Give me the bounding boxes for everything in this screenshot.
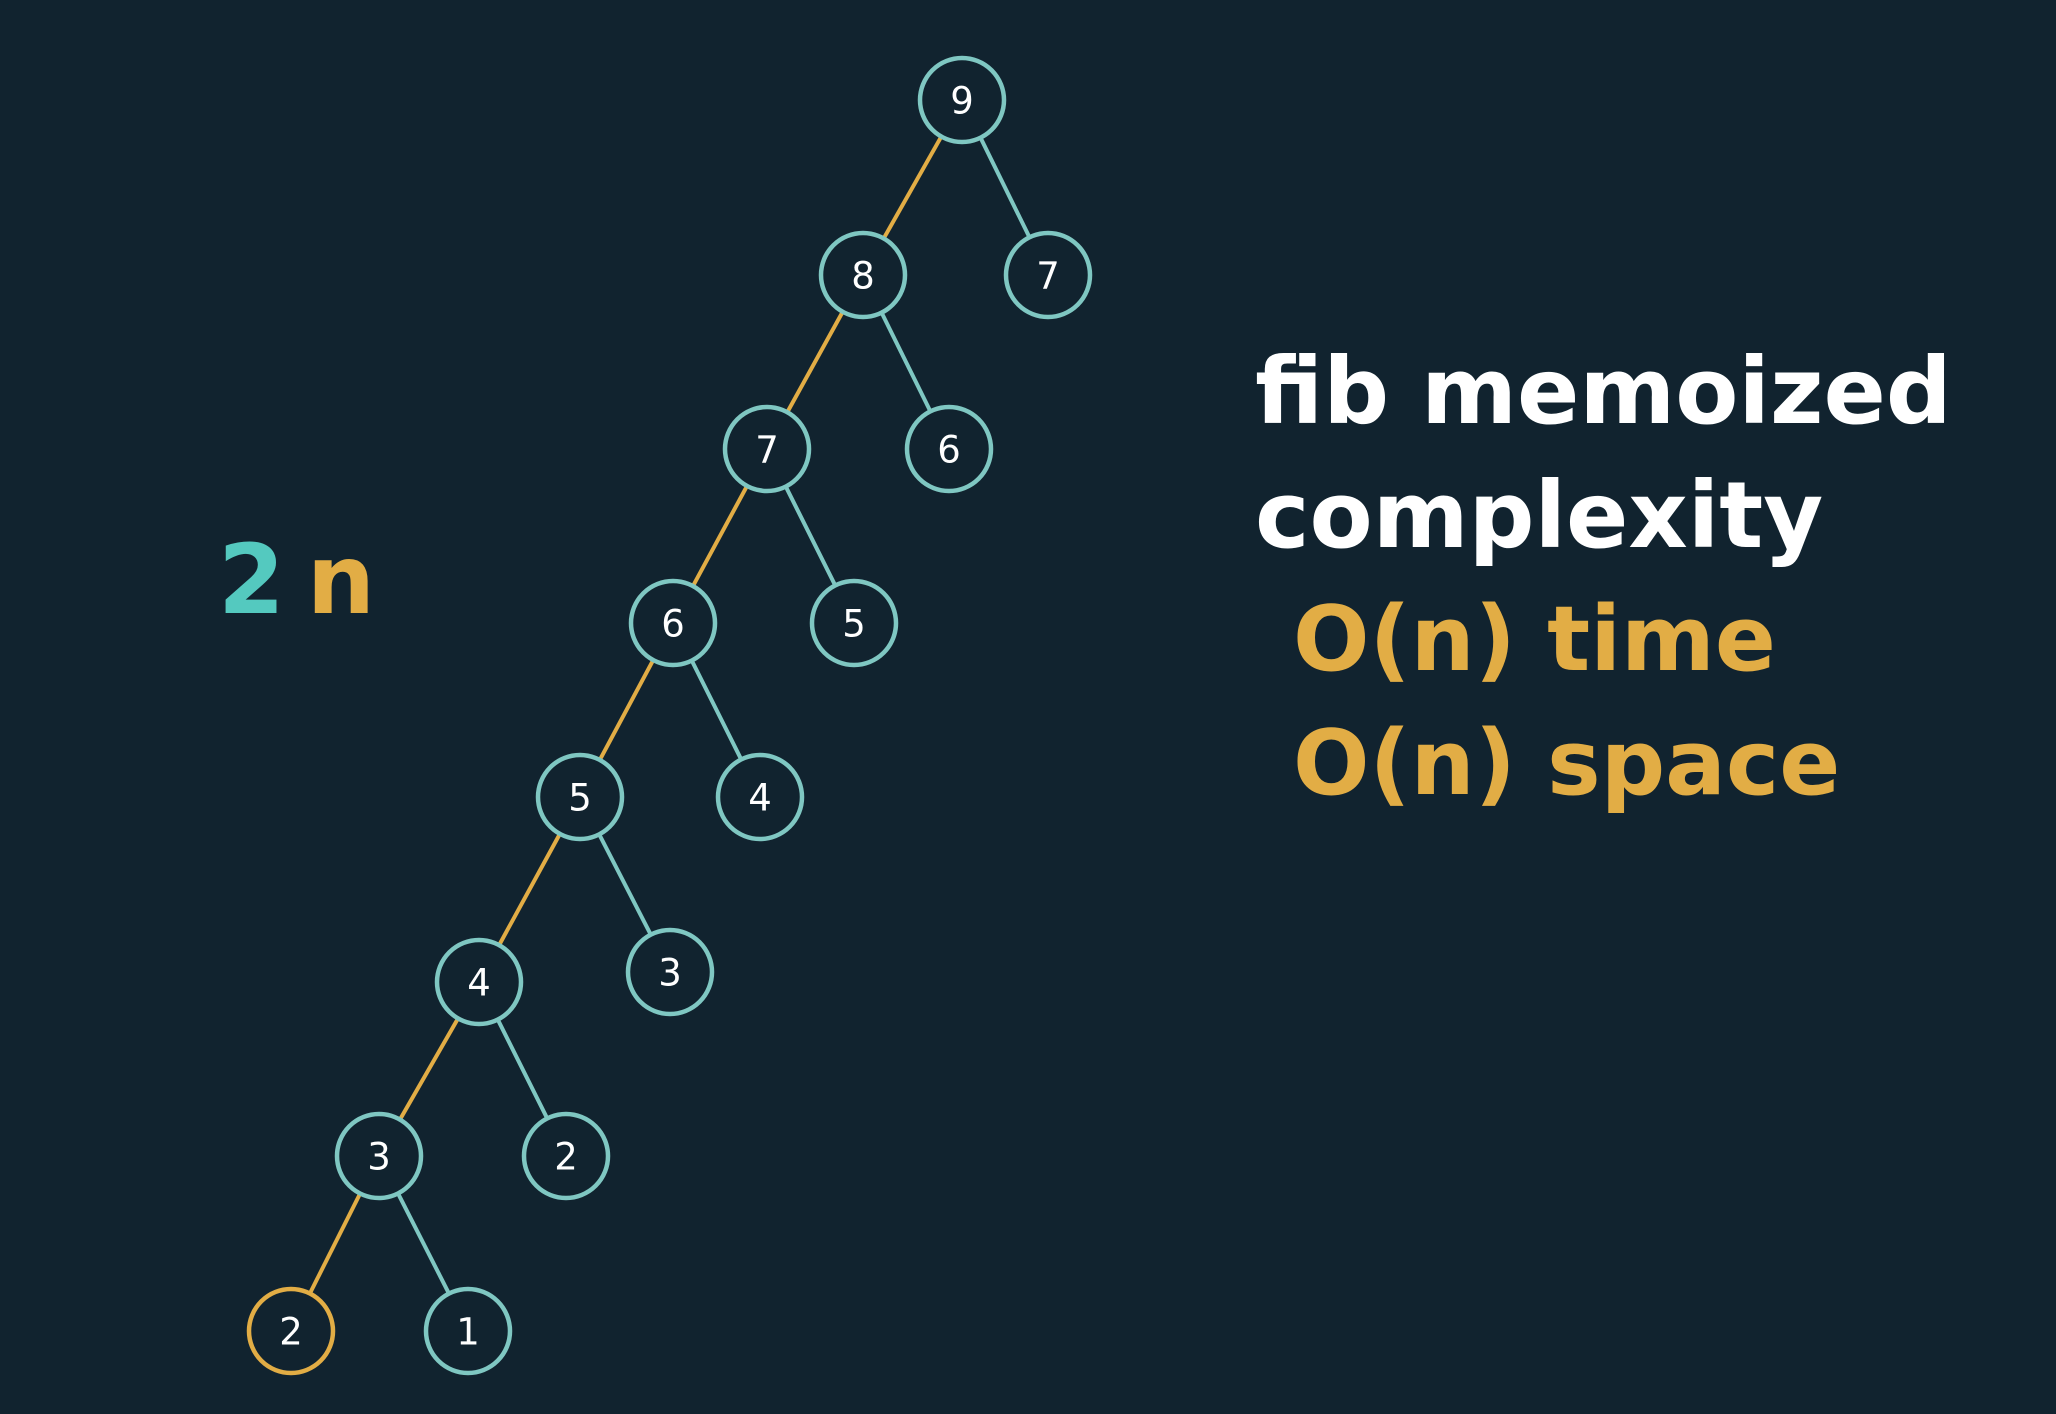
tree-node-circle [809,578,899,668]
tree-node-circle [904,404,994,494]
tree-node-n5r: 5 [809,578,899,668]
tree-node-label: 3 [658,952,682,995]
tree-node-circle [917,55,1007,145]
tree-node-circle [818,230,908,320]
complexity-variable: n [306,524,376,636]
tree-node-label: 6 [937,429,961,472]
title-line-2: complexity [1255,462,1824,569]
tree-node-label: 1 [456,1311,480,1354]
tree-node-n6: 6 [628,578,718,668]
tree-nodes: 9 8 7 7 6 6 5 5 4 4 3 3 2 2 1 [246,55,1093,1376]
tree-node-circle [625,927,715,1017]
title-block: fib memoized complexity O(n) time O(n) s… [1255,330,2035,826]
tree-node-n4r: 4 [715,752,805,842]
tree-node-n2: 2 [246,1286,336,1376]
tree-node-n7r: 7 [1003,230,1093,320]
tree-node-n8: 8 [818,230,908,320]
tree-edges [308,135,1032,1295]
tree-node-label: 9 [950,80,974,123]
tree-node-n3: 3 [334,1111,424,1201]
tree-node-circle [246,1286,336,1376]
tree-edge-n9-n8 [881,135,944,240]
tree-node-circle [628,578,718,668]
tree-node-circle [423,1286,513,1376]
tree-node-label: 8 [851,255,875,298]
tree-node-n3r: 3 [625,927,715,1017]
tree-node-label: 7 [755,429,779,472]
tree-edge-n7-n6 [691,485,749,587]
tree-edge-n9-n7r [978,136,1032,239]
tree-node-circle [1003,230,1093,320]
tree-node-circle [434,937,524,1027]
tree-edge-n6-n5 [598,659,655,761]
tree-node-label: 3 [367,1136,391,1179]
tree-node-n4: 4 [434,937,524,1027]
space-complexity: O(n) space [1293,711,1841,816]
complexity-coefficient: 2 [218,524,285,636]
tree-node-n2r: 2 [521,1111,611,1201]
tree-edge-n4-n3 [398,1017,460,1121]
tree-edge-n8-n7 [785,310,845,414]
tree-node-label: 2 [554,1136,578,1179]
tree-node-label: 5 [842,603,866,646]
tree-node-label: 7 [1036,255,1060,298]
title-line-1: fib memoized [1255,338,1952,445]
tree-edge-n3-n1 [396,1192,451,1295]
time-complexity: O(n) time [1293,587,1776,692]
tree-edge-n6-n4r [689,659,744,761]
tree-edge-n5-n4 [497,832,562,947]
tree-node-n9: 9 [917,55,1007,145]
tree-node-label: 5 [568,777,592,820]
tree-edge-n4-n2r [495,1018,550,1120]
tree-node-circle [521,1111,611,1201]
tree-edge-n5-n3r [597,833,653,936]
tree-node-label: 2 [279,1311,303,1354]
tree-node-label: 4 [748,777,772,820]
tree-node-n6r: 6 [904,404,994,494]
tree-node-label: 6 [661,603,685,646]
tree-node-circle [535,752,625,842]
tree-edge-n8-n6r [879,311,933,413]
tree-node-circle [722,404,812,494]
tree-edge-n3-n2 [308,1192,362,1295]
tree-node-circle [715,752,805,842]
tree-node-n5: 5 [535,752,625,842]
tree-node-circle [334,1111,424,1201]
tree-node-label: 4 [467,962,491,1005]
tree-node-n7: 7 [722,404,812,494]
tree-edge-n7-n5r [783,485,838,587]
tree-node-n1: 1 [423,1286,513,1376]
